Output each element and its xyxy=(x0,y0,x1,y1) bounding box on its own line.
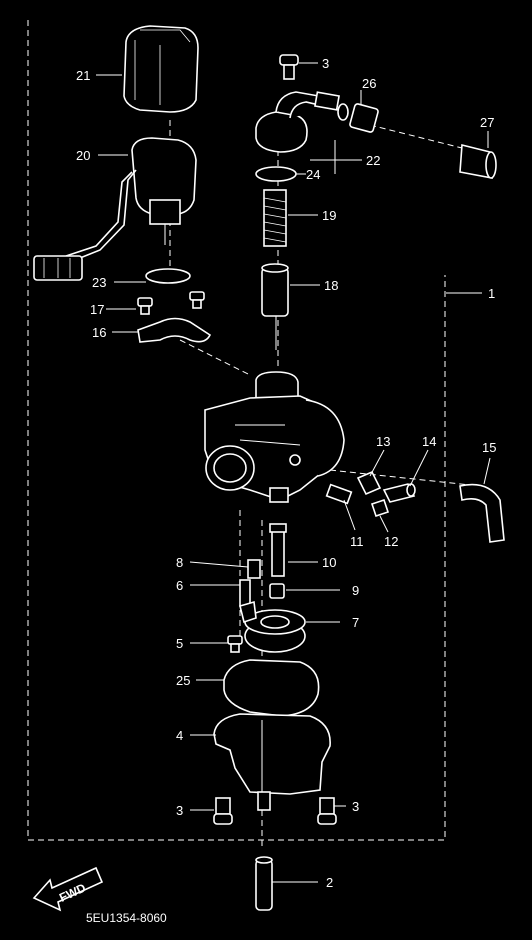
callout-2: 2 xyxy=(326,875,333,890)
part-auto-choke xyxy=(33,137,197,281)
callout-5: 5 xyxy=(176,636,183,651)
part-jet-8 xyxy=(247,559,261,579)
callout-24: 24 xyxy=(306,167,320,182)
part-drain-tube-2 xyxy=(255,856,273,911)
callout-9: 9 xyxy=(352,583,359,598)
callout-7: 7 xyxy=(352,615,359,630)
callout-4: 4 xyxy=(176,728,183,743)
callout-13: 13 xyxy=(376,434,390,449)
part-pilot-screw-13 xyxy=(356,470,382,496)
callout-8: 8 xyxy=(176,555,183,570)
part-screw-3-right xyxy=(317,797,337,825)
callout-11: 11 xyxy=(350,534,364,549)
callout-25: 25 xyxy=(176,673,190,688)
part-screw-3-left xyxy=(213,797,233,825)
part-spring-11 xyxy=(325,483,353,505)
callout-18: 18 xyxy=(324,278,338,293)
part-screw-12 xyxy=(370,498,390,518)
callout-17: 17 xyxy=(90,302,104,317)
part-float-7 xyxy=(239,600,306,653)
part-screws-17 xyxy=(137,291,205,315)
callout-12: 12 xyxy=(384,534,398,549)
forward-direction-arrow: FWD xyxy=(32,866,104,912)
part-gasket-25 xyxy=(223,659,320,717)
part-throttle-valve-18 xyxy=(261,263,289,350)
callout-1: 1 xyxy=(488,286,495,301)
callout-27: 27 xyxy=(480,115,494,130)
callout-3-right: 3 xyxy=(352,799,359,814)
callout-26: 26 xyxy=(362,76,376,91)
part-main-jet-9 xyxy=(269,583,285,599)
part-screw-14 xyxy=(382,483,416,503)
part-cap-22 xyxy=(255,91,340,153)
callout-10: 10 xyxy=(322,555,336,570)
part-screw-5 xyxy=(227,635,243,653)
axis-line xyxy=(369,124,471,151)
callout-3-left: 3 xyxy=(176,803,183,818)
part-plate-16 xyxy=(137,317,212,343)
callout-14: 14 xyxy=(422,434,436,449)
part-spring-19 xyxy=(263,189,287,247)
callout-22: 22 xyxy=(366,153,380,168)
part-o-ring-23 xyxy=(145,268,191,284)
callout-19: 19 xyxy=(322,208,336,223)
callout-16: 16 xyxy=(92,325,106,340)
callout-20: 20 xyxy=(76,148,90,163)
callout-21: 21 xyxy=(76,68,90,83)
callout-23: 23 xyxy=(92,275,106,290)
drawing-code: 5EU1354-8060 xyxy=(86,911,167,925)
part-hose-15 xyxy=(459,483,505,543)
part-tube-27 xyxy=(459,143,497,179)
part-sleeve-26 xyxy=(337,103,379,133)
part-float-chamber-4 xyxy=(213,713,331,811)
axis-line xyxy=(179,339,251,376)
part-ring-24 xyxy=(255,166,297,182)
part-cap-cover xyxy=(123,25,199,113)
callout-3-top: 3 xyxy=(322,56,329,71)
callout-6: 6 xyxy=(176,578,183,593)
part-screw-3-top xyxy=(279,54,299,80)
assembly-boundary xyxy=(27,20,446,841)
callout-15: 15 xyxy=(482,440,496,455)
part-carburetor-body xyxy=(204,371,345,503)
part-jet-6 xyxy=(239,579,251,607)
axis-line xyxy=(329,469,471,486)
part-needle-jet-10 xyxy=(269,523,287,577)
